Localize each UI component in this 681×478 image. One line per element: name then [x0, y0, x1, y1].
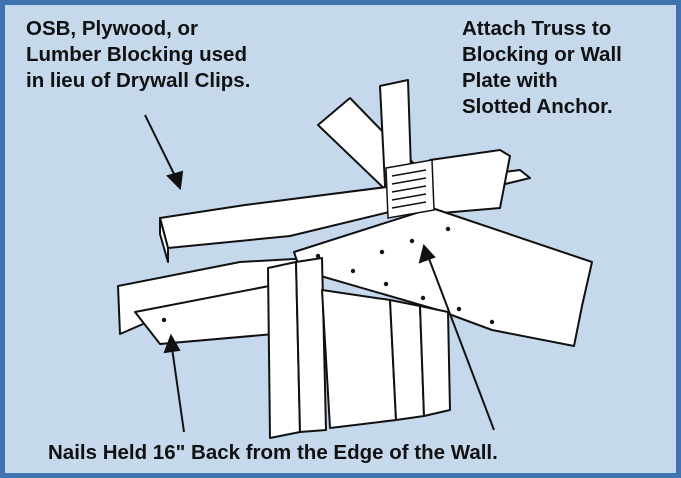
arrow-blocking-line [144, 114, 177, 179]
lumber-top-right [429, 149, 511, 215]
callout-nails: Nails Held 16" Back from the Edge of the… [48, 441, 498, 464]
callout-blocking-line-1: OSB, Plywood, or [26, 17, 198, 40]
wall-stud-far [419, 305, 451, 417]
callout-anchor-line-2: Blocking or Wall [462, 43, 622, 66]
callout-blocking-line-3: in lieu of Drywall Clips. [26, 69, 251, 92]
wall-plate-front [321, 289, 397, 429]
callout-anchor-line-3: Plate with [462, 69, 558, 92]
wall-stud-mid [295, 257, 327, 433]
callout-blocking: OSB, Plywood, or Lumber Blocking used in… [26, 16, 250, 94]
arrow-nails-left-head [163, 333, 181, 354]
blocking-end [159, 217, 169, 263]
wall-stud-left [267, 261, 301, 439]
arrow-blocking-head [166, 170, 184, 191]
callout-blocking-line-2: Lumber Blocking used [26, 43, 247, 66]
callout-anchor-line-4: Slotted Anchor. [462, 95, 613, 118]
callout-anchor: Attach Truss to Blocking or Wall Plate w… [462, 16, 622, 120]
blocking-panel-right [293, 207, 593, 347]
arrow-nails-left-line [171, 347, 185, 433]
arrow-nails-right-line [427, 255, 495, 431]
slotted-anchor [385, 159, 435, 219]
nail-dots [161, 226, 495, 325]
arrow-nails-right-head [418, 243, 436, 264]
callout-anchor-line-1: Attach Truss to [462, 17, 612, 40]
wall-stud-right [389, 299, 425, 421]
